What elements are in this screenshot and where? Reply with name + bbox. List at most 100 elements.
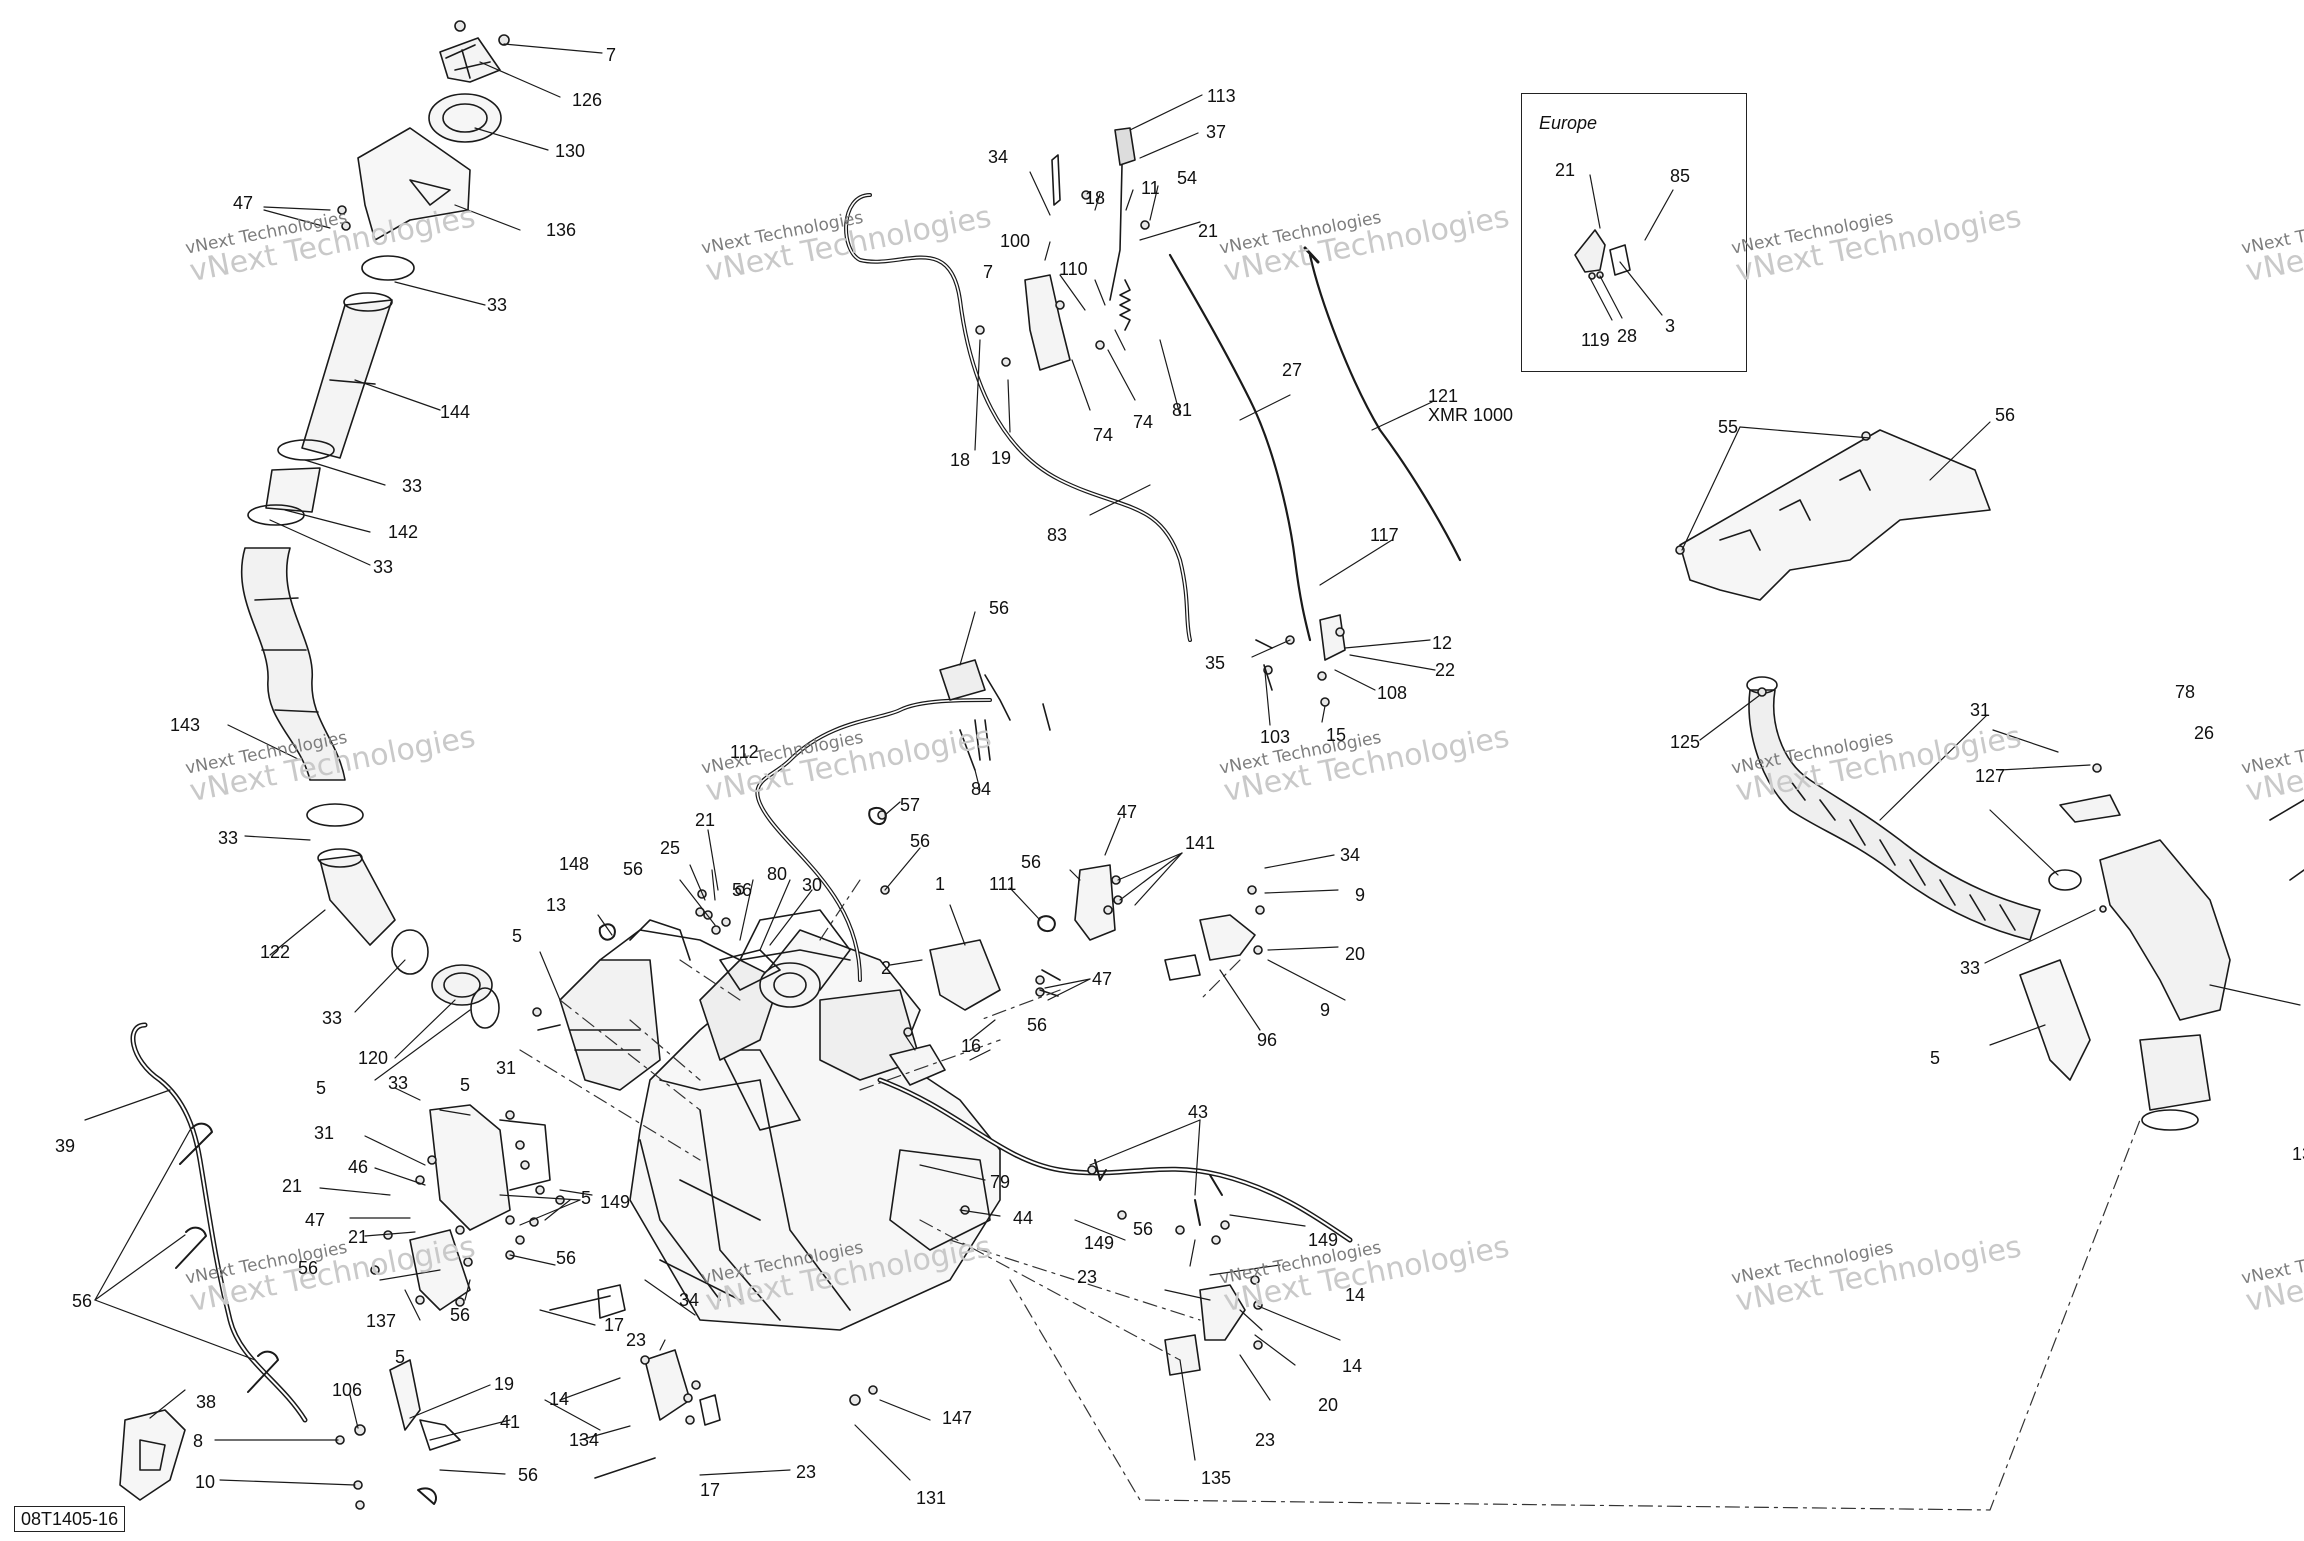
callout-label: 74 [1133,412,1154,432]
callout-label: 110 [1059,259,1088,279]
callout-label: 54 [1177,168,1198,188]
ecu-harness-part [559,919,851,1091]
callout-label: 5 [316,1078,327,1098]
sensor-part [939,659,1011,761]
callout-label: 27 [1282,360,1303,380]
callout-label: 108 [1377,683,1408,703]
drain-hose-part [130,1022,308,1423]
callout-label: 23 [1255,1430,1276,1450]
callout-label: 130 [555,141,586,161]
callout-label: 35 [1205,653,1226,673]
callout-label: 141 [1185,833,1216,853]
clamp-part [470,987,500,1029]
fasteners [335,20,2107,1510]
callout-label: 11 [1141,178,1160,198]
engine-mount-part [1164,1284,1246,1376]
callout-label: 56 [1027,1015,1048,1035]
callout-label: 136 [546,220,577,240]
callout-label: 56 [450,1305,471,1325]
bolts [537,639,1273,1479]
europe-inset-frame [1521,93,1747,372]
callout-label: 113 [1207,86,1236,106]
clamp-part [391,929,429,975]
callout-label: 20 [1318,1395,1339,1415]
callout-label: 46 [348,1157,369,1177]
callout-label: 34 [1340,845,1361,865]
callout-label: 14 [549,1389,570,1409]
callout-label: 5 [460,1075,471,1095]
callout-label: 134 [569,1430,600,1450]
callout-label: 122 [260,942,291,962]
callout-label: 103 [1260,727,1291,747]
callout-label: 85 [1670,166,1691,186]
callout-label: 21 [282,1176,303,1196]
callout-label: 56 [1021,852,1042,872]
callout-label: 2 [881,958,892,978]
callout-label: 9 [1320,1000,1331,1020]
callout-label: 33 [1960,958,1981,978]
callout-label: 96 [1257,1030,1278,1050]
callout-label: 120 [358,1048,389,1068]
callout-label: 56 [1133,1219,1154,1239]
callout-label: 34 [679,1290,700,1310]
bracket-part [929,939,1001,1011]
bracket-part [2059,794,2121,823]
callout-label: 148 [559,854,590,874]
callout-label: 44 [1013,1208,1034,1228]
callout-label: 80 [767,864,788,884]
spring-part [1119,279,1131,331]
callout-label: 17 [700,1480,721,1500]
callout-label: 33 [322,1008,343,1028]
hose-clips [175,806,1223,1505]
throttle-body-part [719,949,821,1008]
callout-label: 81 [1172,400,1193,420]
callout-label: 28 [1617,326,1638,346]
callout-label: 17 [604,1315,625,1335]
callout-label: 56 [1995,405,2016,425]
callout-label: 12 [1432,633,1453,653]
callout-label: 56 [910,831,931,851]
callout-label: 56 [989,598,1010,618]
assembly-guide-lines [519,879,2141,1511]
heat-shield-part [1679,429,1991,601]
callout-label: 14 [1342,1356,1363,1376]
resonator-part [2139,1034,2211,1131]
callout-label: 147 [942,1408,973,1428]
callout-label: 15 [1326,725,1347,745]
callout-label: 30 [802,875,823,895]
callout-label: 1 [935,874,946,894]
intake-elbow-part [317,848,396,946]
callout-label: 23 [626,1330,647,1350]
callout-label: 31 [496,1058,517,1078]
callout-label: 56 [518,1465,539,1485]
callout-label: 31 [314,1123,335,1143]
mount-plate-part [119,1409,186,1501]
callout-label: 23 [1077,1267,1098,1287]
bracket-part [1319,614,1346,661]
callout-label: 5 [581,1188,592,1208]
callout-label: 149 [1308,1230,1339,1250]
callout-label: 56 [556,1248,577,1268]
callout-label: 144 [440,402,471,422]
callout-label: 33 [402,476,423,496]
callout-label: 56 [298,1258,319,1278]
clamp-part [306,803,364,827]
intake-tube-part [301,292,393,459]
callout-label: 19 [991,448,1012,468]
callout-label: 106 [332,1380,363,1400]
inset-title: Europe [1539,113,1598,133]
callout-label: 119 [1581,330,1610,350]
callout-label: 26 [2194,723,2215,743]
coupler-part [265,467,321,513]
callout-label: 138 [2292,1144,2304,1164]
engine-mount-part [1164,914,1256,981]
callout-label: 149 [1084,1233,1115,1253]
callout-label: 39 [55,1136,76,1156]
callout-label: 19 [494,1374,515,1394]
callout-label: 111 [989,874,1017,894]
callout-label: 56 [732,880,753,900]
callout-label: 37 [1206,122,1227,142]
mount-bracket-part [429,1104,551,1231]
